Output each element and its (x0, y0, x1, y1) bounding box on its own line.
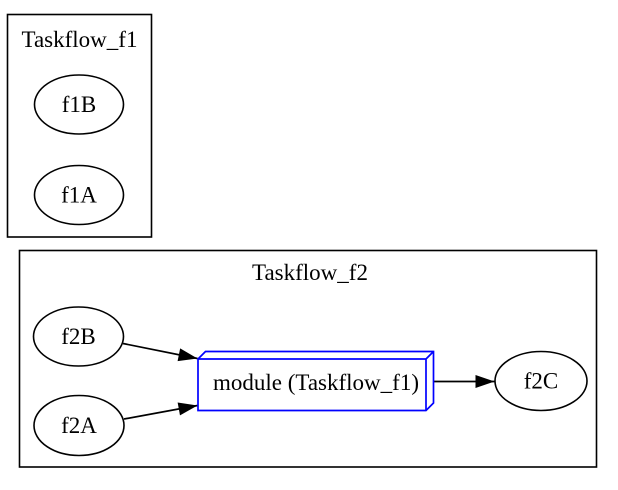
node-f1A-label: f1A (61, 183, 97, 208)
node-f1A: f1A (33, 164, 125, 226)
node-f2A-label: f2A (61, 413, 97, 438)
node-f2A: f2A (33, 394, 125, 457)
cluster-taskflow-f1: Taskflow_f1 f1B f1A (6, 13, 153, 238)
node-f2C-shape (494, 350, 588, 412)
node-f2B-label: f2B (61, 324, 96, 349)
cluster-taskflow-f2: Taskflow_f2 f2B f2A module (Taskflow_f1) (18, 249, 598, 468)
cluster-f2-title: Taskflow_f2 (252, 260, 368, 285)
node-f2B: f2B (32, 306, 125, 367)
module-box3d-depth-lines (198, 350, 435, 411)
edge-f2B-to-module (122, 342, 198, 362)
edge-f2A-to-module (123, 402, 198, 420)
node-f1B: f1B (33, 74, 125, 135)
cluster-f1-title: Taskflow_f1 (22, 27, 138, 52)
node-f1B-shape (33, 74, 125, 135)
node-f1B-label: f1B (62, 92, 97, 117)
node-module-label: module (Taskflow_f1) (213, 370, 419, 395)
node-module-taskflow-f1: module (Taskflow_f1) (197, 350, 435, 412)
node-f1A-shape (33, 164, 125, 226)
node-f2C-label: f2C (524, 369, 559, 394)
node-f2B-shape (32, 306, 125, 367)
edges (122, 342, 495, 420)
node-f2C: f2C (494, 350, 588, 412)
node-f2A-shape (33, 394, 125, 457)
